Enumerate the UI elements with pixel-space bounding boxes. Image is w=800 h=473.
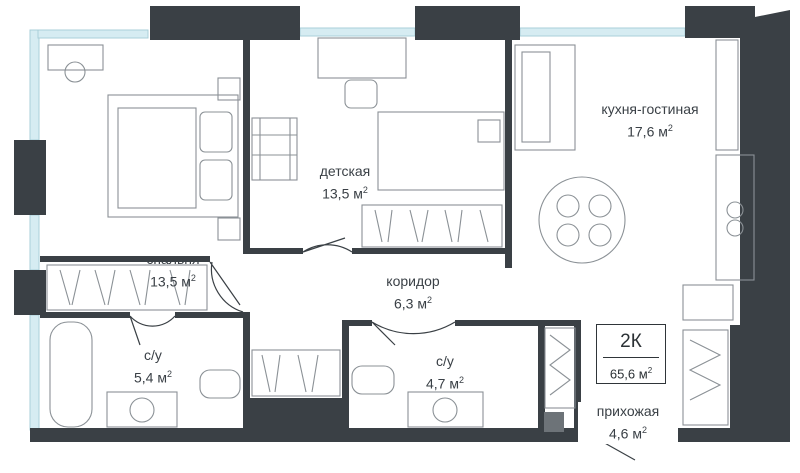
room-name-bath2: с/у (436, 353, 454, 369)
room-label-bath1: с/у 5,4 м2 (108, 346, 198, 388)
wall-left-lower (14, 270, 46, 315)
apartment-summary-badge: 2К 65,6 м2 (596, 324, 666, 384)
room-name-hall: прихожая (596, 403, 660, 419)
room-label-bedroom: спальня 13,5 м2 (118, 250, 228, 292)
room-label-kitchen: кухня-гостиная 17,6 м2 (575, 100, 725, 142)
wall-bottom (30, 428, 585, 442)
furniture (46, 37, 755, 428)
bed-icon (107, 94, 239, 218)
badge-divider (603, 357, 659, 358)
wall-kids-kitchen (505, 38, 512, 268)
wall-bottom-right (645, 428, 790, 442)
walls (14, 6, 790, 442)
room-name-corridor: коридор (386, 273, 440, 289)
room-area-corridor: 6,3 м2 (394, 295, 432, 312)
room-label-bath2: с/у 4,7 м2 (400, 352, 490, 394)
room-area-bath1: 5,4 м2 (134, 369, 172, 386)
room-area-bedroom: 13,5 м2 (150, 273, 196, 290)
apartment-type: 2К (620, 331, 642, 352)
room-name-bath1: с/у (144, 347, 162, 363)
room-area-hall: 4,6 м2 (609, 425, 647, 442)
room-area-kids: 13,5 м2 (322, 185, 368, 202)
wall-bed-kids (243, 38, 250, 248)
wall-top-left (150, 6, 300, 40)
room-label-kids: детская 13,5 м2 (290, 162, 400, 204)
room-label-corridor: коридор 6,3 м2 (358, 272, 468, 314)
room-area-bath2: 4,7 м2 (426, 375, 464, 392)
room-name-bedroom: спальня (146, 251, 200, 267)
apartment-total-area: 65,6 м2 (609, 366, 653, 382)
wall-left-upper (14, 140, 46, 215)
room-name-kids: детская (319, 163, 371, 179)
wall-top-mid (415, 6, 520, 40)
room-label-hall: прихожая 4,6 м2 (578, 402, 678, 444)
room-area-kitchen: 17,6 м2 (627, 123, 673, 140)
room-name-kitchen: кухня-гостиная (601, 101, 699, 117)
